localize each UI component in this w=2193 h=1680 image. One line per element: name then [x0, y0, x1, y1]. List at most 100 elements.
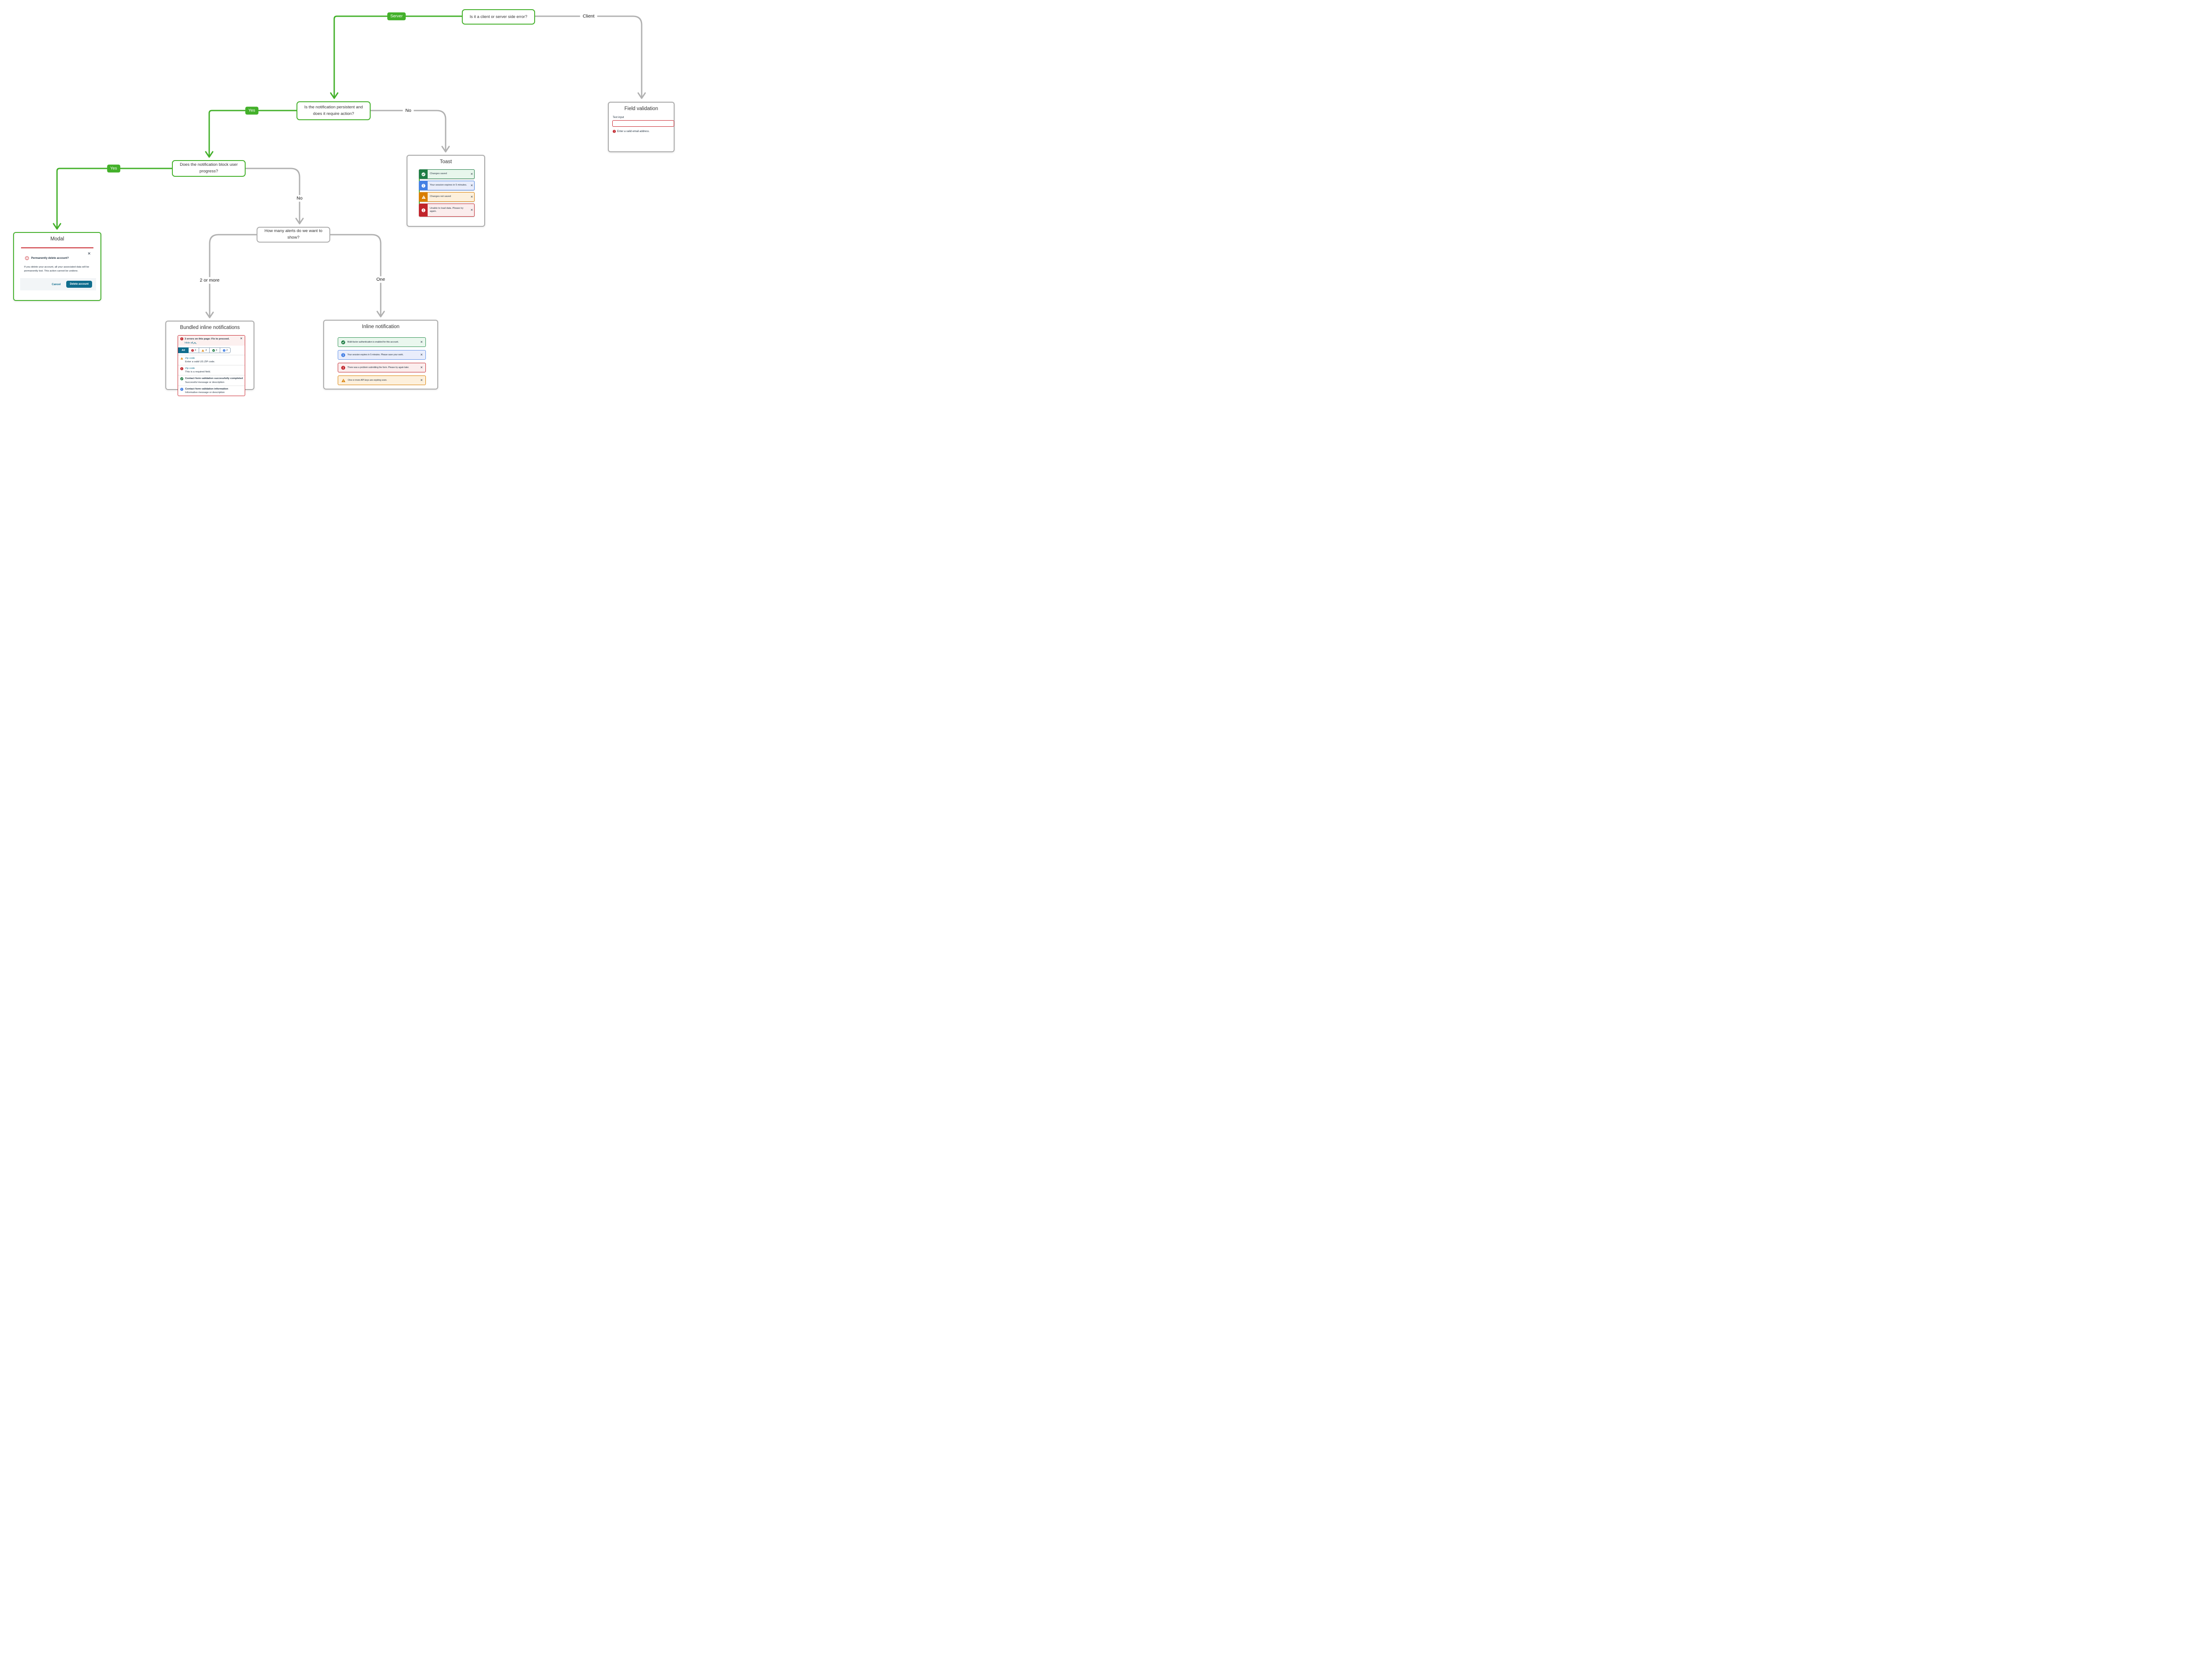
banner-message: One or more API keys are expiring soon.: [348, 379, 387, 382]
row-description: Successful message or description: [185, 381, 225, 384]
question-persistent-action: Is the notification persistent and does …: [296, 101, 371, 120]
info-icon: [222, 349, 225, 352]
tab-count: 3: [215, 349, 218, 352]
edge-badge-yes-q3: Yes: [107, 164, 120, 172]
inline-notification-card: Inline notification Multi-factor authent…: [323, 320, 438, 390]
notification-row-error: Zip code This is a required field.: [178, 365, 245, 375]
modal-heading-text: Permanently delete account?: [31, 257, 69, 260]
close-icon[interactable]: ✕: [420, 379, 423, 382]
banner-error: There was a problem submitting the form.…: [338, 363, 426, 372]
notification-row-info: Contact form validation information Info…: [178, 385, 245, 396]
banner-info: Your session expires in 5 minutes. Pleas…: [338, 350, 426, 360]
filter-tabs: All 3 2 3: [178, 347, 245, 353]
notification-row-success: Contact form validation successfully com…: [178, 375, 245, 385]
row-description: Enter a valid US ZIP code.: [185, 361, 215, 364]
modal-body-text: If you delete your account, all your ass…: [24, 266, 89, 272]
info-icon: [341, 353, 345, 357]
toast-stack: Changes saved ✕ Your session expires in …: [419, 169, 475, 217]
validation-error-text: Enter a valid email address.: [617, 130, 650, 133]
row-title: Contact form validation successfully com…: [185, 377, 243, 380]
tab-warnings[interactable]: 2: [199, 347, 210, 353]
warning-triangle-icon: [341, 379, 346, 382]
card-title: Bundled inline notifications: [180, 325, 240, 330]
tab-infos[interactable]: 2: [220, 347, 231, 353]
toast-success: Changes saved ✕: [419, 169, 475, 179]
question-how-many-alerts: How many alerts do we want to show?: [257, 227, 330, 243]
error-icon: [613, 130, 616, 133]
validation-error: Enter a valid email address.: [613, 130, 650, 133]
edge-label-two-or-more: 2 or more: [197, 277, 222, 284]
decision-flowchart: Is it a client or server side error? Is …: [0, 0, 688, 399]
edge-badge-yes-q2: Yes: [245, 107, 258, 114]
edge-label-client: Client: [580, 13, 597, 20]
modal-footer: Cancel Delete account: [20, 278, 96, 290]
modal-heading: Permanently delete account?: [25, 256, 69, 260]
close-icon[interactable]: ✕: [470, 172, 473, 176]
close-icon[interactable]: ✕: [420, 353, 423, 357]
tab-count: 2: [226, 349, 228, 352]
hide-all-toggle[interactable]: Hide all: [185, 342, 243, 345]
card-title: Inline notification: [362, 324, 400, 329]
tab-count: 3: [194, 349, 196, 352]
check-circle-icon: [341, 340, 345, 344]
warning-triangle-icon: [180, 357, 183, 364]
question-block-progress: Does the notification block user progres…: [172, 160, 246, 177]
check-circle-icon: [212, 349, 215, 352]
edge-label-one: One: [374, 276, 388, 283]
tab-count: 2: [205, 349, 207, 352]
close-icon[interactable]: ✕: [420, 340, 423, 344]
cancel-button[interactable]: Cancel: [52, 282, 61, 286]
error-icon: [191, 349, 194, 352]
error-icon: [419, 204, 428, 216]
toast-card: Toast Changes saved ✕ Your session expir…: [407, 155, 485, 227]
error-icon: [180, 367, 183, 374]
row-title-link[interactable]: Zip code: [185, 357, 195, 360]
close-icon[interactable]: ✕: [470, 195, 473, 199]
check-circle-icon: [180, 377, 183, 384]
toast-message: Changes not saved: [430, 195, 451, 198]
toast-message: Unable to load data. Please try again.: [430, 207, 464, 213]
green-accent-line: [419, 170, 420, 214]
toast-error: Unable to load data. Please try again. ✕: [419, 204, 475, 217]
info-icon: [419, 181, 428, 190]
edge-badge-server: Server: [387, 12, 406, 20]
modal-card: Modal ✕ Permanently delete account? If y…: [13, 232, 101, 301]
tab-all[interactable]: All: [178, 347, 189, 353]
check-circle-icon: [419, 170, 428, 179]
banner-message: Your session expires in 5 minutes. Pleas…: [347, 353, 404, 356]
red-divider: [21, 247, 93, 248]
text-input[interactable]: [612, 120, 674, 127]
card-title: Field validation: [624, 106, 658, 111]
toast-info: Your session expires in 5 minutes. ✕: [419, 181, 475, 190]
row-description: Informative message or description: [185, 391, 225, 394]
bundled-header: 3 errors on this page: Fix to proceed. ✕…: [178, 336, 245, 346]
notification-row-warning: Zip code Enter a valid US ZIP code.: [178, 355, 245, 365]
delete-account-button[interactable]: Delete account: [66, 281, 92, 288]
tab-successes[interactable]: 3: [210, 347, 220, 353]
row-title-link[interactable]: Zip code: [185, 367, 195, 370]
bundled-panel: 3 errors on this page: Fix to proceed. ✕…: [178, 335, 245, 396]
edge-label-no-q2: No: [403, 107, 414, 114]
error-icon: [341, 365, 345, 370]
chevron-up-icon: [193, 342, 196, 345]
toast-message: Your session expires in 5 minutes.: [430, 184, 467, 187]
row-title: Contact form validation information: [185, 387, 229, 390]
question-client-or-server: Is it a client or server side error?: [462, 9, 535, 25]
error-icon: [180, 337, 183, 340]
toast-warning: Changes not saved ✕: [419, 192, 475, 202]
banner-message: Multi-factor authentication is enabled f…: [347, 340, 399, 343]
banner-message: There was a problem submitting the form.…: [347, 366, 409, 369]
row-description: This is a required field.: [185, 371, 211, 374]
alert-ring-icon: [25, 256, 29, 260]
edge-label-no-q3: No: [294, 195, 305, 202]
tab-errors[interactable]: 3: [189, 347, 199, 353]
close-icon[interactable]: ✕: [470, 184, 473, 187]
close-icon[interactable]: ✕: [470, 208, 473, 212]
close-icon[interactable]: ✕: [87, 251, 91, 256]
close-icon[interactable]: ✕: [240, 337, 243, 340]
close-icon[interactable]: ✕: [420, 366, 423, 369]
info-icon: [180, 387, 183, 394]
card-title: Toast: [439, 159, 452, 164]
warning-triangle-icon: [419, 193, 428, 201]
hide-all-label: Hide all: [185, 342, 193, 344]
